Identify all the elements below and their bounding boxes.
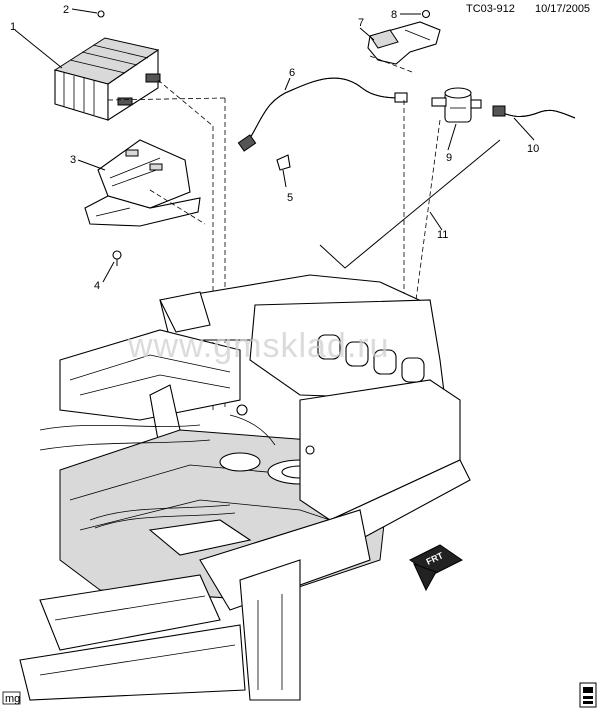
callout-10: 10 — [527, 143, 539, 155]
vehicle-frame — [19, 274, 471, 701]
watermark-text: www.gmsklad.ru — [127, 327, 390, 365]
front-direction-arrow: FRT — [409, 544, 463, 592]
vent-hose-part — [492, 105, 576, 119]
callout-6: 6 — [289, 67, 295, 79]
callout-2: 2 — [63, 4, 69, 16]
drawing-id: TC03-912 — [466, 3, 515, 15]
callout-9: 9 — [446, 152, 452, 164]
callout-8: 8 — [391, 9, 397, 21]
callout-3: 3 — [70, 154, 76, 166]
callout-5: 5 — [287, 192, 293, 204]
canister-part — [53, 10, 161, 122]
vehicle-badge-icon — [579, 682, 597, 708]
bolt-part — [112, 250, 122, 266]
vent-valve-part — [431, 87, 482, 123]
vent-bracket-part — [367, 9, 441, 65]
corner-mark-box — [2, 691, 21, 705]
callout-7: 7 — [358, 17, 364, 29]
callout-11: 11 — [437, 229, 448, 241]
clip-part — [276, 154, 291, 171]
callout-1: 1 — [10, 21, 16, 33]
corner-mark: mg — [5, 693, 20, 705]
vapor-pipe-part — [237, 77, 408, 152]
drawing-date: 10/17/2005 — [535, 3, 590, 15]
callout-labels: 1 2 3 4 5 6 7 8 9 10 11 — [10, 4, 539, 292]
bracket-part — [84, 139, 201, 227]
callout-4: 4 — [94, 280, 100, 292]
